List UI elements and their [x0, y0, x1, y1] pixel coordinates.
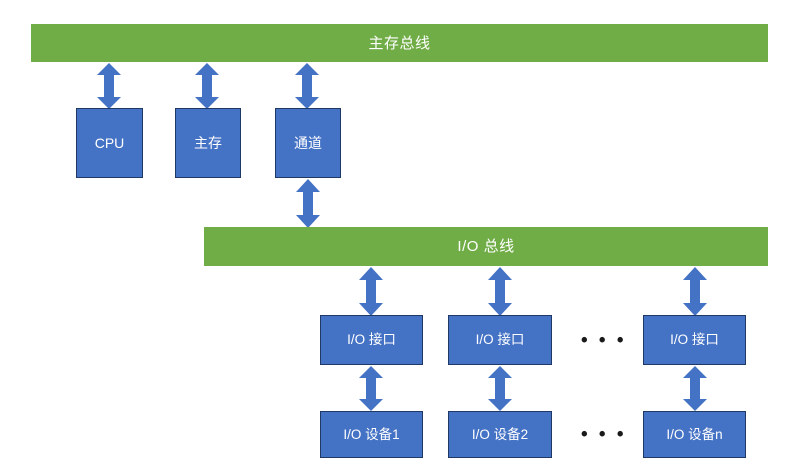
io-interface-box-n[interactable]: I/O 接口: [643, 315, 746, 365]
unit-box-main-memory[interactable]: 主存: [175, 108, 241, 178]
io-device-label-n: I/O 设备n: [666, 426, 723, 442]
connector-iobus-io-interface-2: [488, 267, 512, 316]
io-interface-box-1[interactable]: I/O 接口: [320, 315, 423, 365]
unit-label-main-memory: 主存: [194, 135, 222, 151]
io-interfaces-ellipsis: • • •: [581, 330, 627, 351]
connector-io-interface-device-2: [488, 366, 512, 411]
connector-mainbus-main-memory: [195, 63, 219, 109]
unit-box-channel[interactable]: 通道: [275, 108, 341, 178]
connector-iobus-io-interface-1: [359, 267, 383, 316]
io-device-label-1: I/O 设备1: [343, 426, 400, 442]
unit-label-channel: 通道: [294, 135, 322, 151]
connector-mainbus-cpu: [97, 63, 121, 109]
io-interface-label-2: I/O 接口: [475, 332, 525, 348]
io-interface-label-n: I/O 接口: [670, 332, 719, 348]
connector-iobus-io-interface-n: [683, 267, 707, 316]
io-bus-bar[interactable]: I/O 总线: [204, 227, 768, 266]
connector-channel-iobus: [296, 179, 320, 228]
main-bus-bar[interactable]: 主存总线: [31, 24, 768, 62]
connector-io-interface-device-1: [359, 366, 383, 411]
io-device-box-n[interactable]: I/O 设备n: [643, 411, 746, 458]
main-bus-label: 主存总线: [368, 34, 431, 52]
io-devices-ellipsis: • • •: [581, 424, 627, 445]
io-interface-box-2[interactable]: I/O 接口: [448, 315, 552, 365]
io-device-box-2[interactable]: I/O 设备2: [448, 411, 552, 458]
unit-label-cpu: CPU: [94, 135, 125, 151]
connector-mainbus-channel: [295, 63, 319, 109]
unit-box-cpu[interactable]: CPU: [76, 108, 143, 178]
io-bus-label: I/O 总线: [457, 238, 515, 255]
io-device-box-1[interactable]: I/O 设备1: [320, 411, 423, 458]
io-device-label-2: I/O 设备2: [471, 426, 529, 442]
connector-io-interface-device-n: [683, 366, 707, 411]
io-interface-label-1: I/O 接口: [347, 332, 396, 348]
